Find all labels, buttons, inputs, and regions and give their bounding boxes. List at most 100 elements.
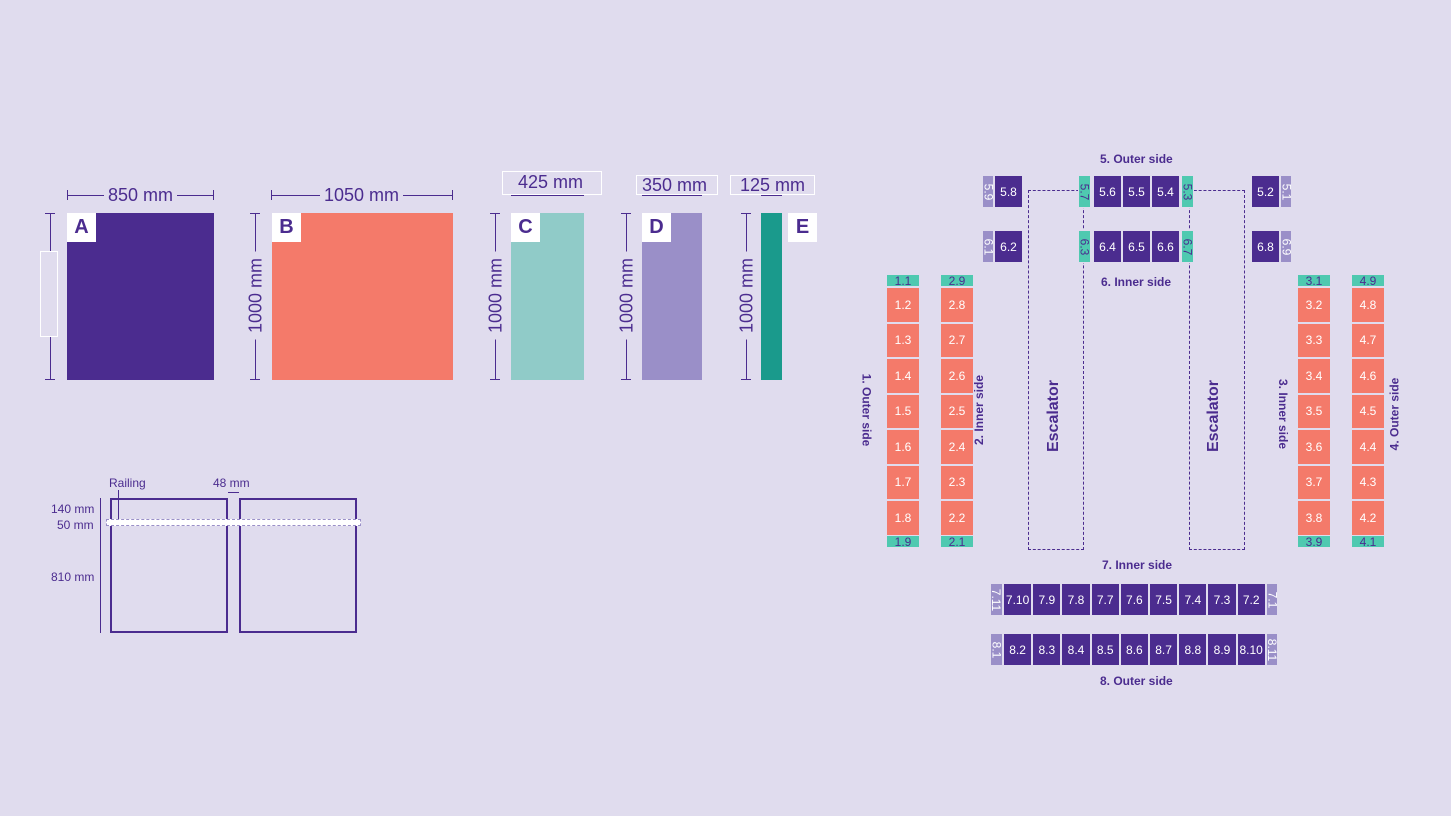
dim-line-c-width	[511, 195, 584, 196]
tick	[621, 213, 631, 214]
plan-cell: 6.7	[1181, 230, 1195, 263]
plan-cell: 7.11	[990, 583, 1004, 616]
plan-cell: 8.10	[1236, 633, 1266, 666]
panel-c-letter: C	[511, 213, 540, 242]
panel-d-width-label: 350 mm	[642, 175, 708, 195]
plan-cell: 7.5	[1149, 583, 1179, 616]
plan-cell: 1.6	[886, 429, 920, 465]
plan-cell: 3.8	[1297, 500, 1331, 536]
tick	[741, 213, 751, 214]
panel-d-width-box	[636, 175, 718, 195]
plan-cell: 6.9	[1279, 230, 1293, 263]
plan-cell: 3.3	[1297, 322, 1331, 358]
tick	[45, 213, 55, 214]
dim-line-e-width	[761, 195, 782, 196]
plan-cell: 2.3	[940, 464, 974, 500]
tick	[490, 213, 500, 214]
plan-cell: 8.5	[1090, 633, 1120, 666]
tick	[250, 379, 260, 380]
railing-gap-label: 48 mm	[213, 476, 250, 490]
plan-cell: 6.8	[1251, 230, 1280, 263]
railing-height-line	[100, 498, 101, 633]
plan-cell: 3.5	[1297, 393, 1331, 429]
plan-cell: 1.5	[886, 393, 920, 429]
side-1-label: 1. Outer side	[859, 373, 874, 447]
panel-d: D	[642, 213, 702, 380]
side-5-label: 5. Outer side	[1100, 152, 1173, 166]
plan-cell: 5.5	[1122, 175, 1151, 208]
dim-line-d-width	[642, 195, 702, 196]
plan-cell: 5.6	[1093, 175, 1122, 208]
panel-b-letter: B	[272, 213, 301, 242]
panel-d-height-label: 1000 mm	[616, 251, 638, 340]
plan-cell: 3.6	[1297, 429, 1331, 465]
plan-cell: 8.6	[1119, 633, 1149, 666]
plan-cell: 7.4	[1178, 583, 1208, 616]
side-4-label: 4. Outer side	[1387, 377, 1402, 451]
plan-cell: 1.7	[886, 464, 920, 500]
side-8-label: 8. Outer side	[1100, 674, 1173, 688]
tick	[67, 190, 68, 200]
railing-bar	[106, 519, 361, 526]
plan-cell: 5.9	[981, 175, 995, 208]
plan-cell: 8.3	[1032, 633, 1062, 666]
railing-h3-label: 810 mm	[51, 570, 95, 584]
panel-d-letter: D	[642, 213, 671, 242]
plan-cell: 5.2	[1251, 175, 1280, 208]
escalator-left	[1028, 190, 1084, 550]
plan-cell: 2.9	[940, 274, 974, 288]
plan-cell: 3.2	[1297, 287, 1331, 323]
plan-cell: 7.7	[1090, 583, 1120, 616]
escalator-left-label: Escalator	[1045, 379, 1063, 453]
panel-a: A	[67, 213, 214, 380]
panel-e	[761, 213, 782, 380]
side-2-label: 2. Inner side	[972, 374, 987, 446]
plan-cell: 6.4	[1093, 230, 1122, 263]
panel-c-width-label: 425 mm	[518, 172, 584, 192]
panel-e-width-box	[730, 175, 815, 195]
panel-b: B	[272, 213, 453, 380]
plan-cell: 7.8	[1061, 583, 1091, 616]
railing-h2-label: 50 mm	[57, 518, 94, 532]
plan-cell: 5.8	[994, 175, 1023, 208]
plan-cell: 2.4	[940, 429, 974, 465]
plan-cell: 1.1	[886, 274, 920, 288]
plan-cell: 4.4	[1351, 429, 1385, 465]
tick	[250, 213, 260, 214]
tick	[452, 190, 453, 200]
plan-cell: 2.5	[940, 393, 974, 429]
plan-cell: 2.6	[940, 358, 974, 394]
plan-cell: 5.4	[1151, 175, 1180, 208]
plan-cell: 4.7	[1351, 322, 1385, 358]
tick	[490, 379, 500, 380]
plan-cell: 2.8	[940, 287, 974, 323]
plan-cell: 3.4	[1297, 358, 1331, 394]
panel-e-letter: E	[788, 213, 817, 242]
plan-cell: 2.1	[940, 535, 974, 549]
plan-cell: 2.7	[940, 322, 974, 358]
plan-cell: 8.2	[1003, 633, 1033, 666]
tick	[45, 379, 55, 380]
plan-cell: 8.7	[1149, 633, 1179, 666]
plan-cell: 8.4	[1061, 633, 1091, 666]
plan-cell: 7.10	[1003, 583, 1033, 616]
panel-b-width-label: 1050 mm	[320, 185, 404, 206]
panel-b-height-label: 1000 mm	[245, 251, 267, 340]
panel-c-height-label: 1000 mm	[485, 251, 507, 340]
plan-cell: 8.11	[1265, 633, 1279, 666]
panel-a-letter: A	[67, 213, 96, 242]
plan-cell: 7.3	[1207, 583, 1237, 616]
tick	[621, 379, 631, 380]
plan-cell: 4.6	[1351, 358, 1385, 394]
side-7-label: 7. Inner side	[1102, 558, 1173, 572]
plan-cell: 7.6	[1119, 583, 1149, 616]
plan-cell: 8.1	[990, 633, 1004, 666]
side-6-label: 6. Inner side	[1101, 275, 1172, 289]
panel-c: C	[511, 213, 584, 380]
plan-cell: 7.2	[1236, 583, 1266, 616]
plan-cell: 3.1	[1297, 274, 1331, 288]
panel-a-height-label-box	[40, 251, 58, 337]
plan-cell: 7.9	[1032, 583, 1062, 616]
panel-e-width-label: 125 mm	[740, 175, 806, 195]
plan-cell: 3.9	[1297, 535, 1331, 549]
